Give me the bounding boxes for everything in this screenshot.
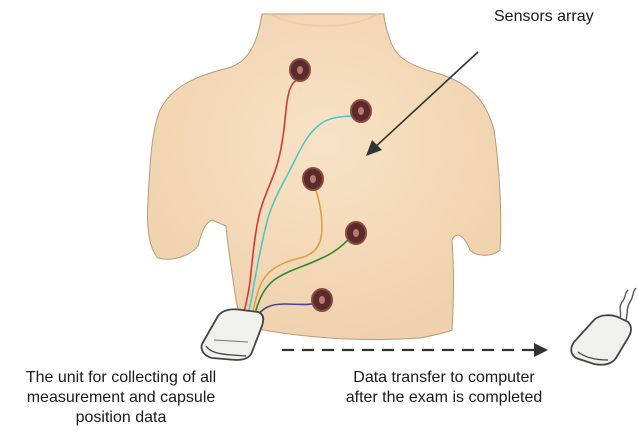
sensor-pad-icon (351, 100, 371, 122)
recorder-device-icon (571, 315, 631, 365)
dashed-arrow-icon (282, 343, 548, 357)
wireless-signal-icon (620, 288, 636, 320)
data-transfer-line-1: Data transfer to computer (326, 368, 562, 388)
collection-unit-line-1: The unit for collecting of all (2, 368, 240, 388)
sensor-pad-icon (312, 289, 332, 311)
sensors-array-label: Sensors array (494, 7, 594, 27)
data-transfer-caption: Data transfer to computer after the exam… (326, 368, 562, 408)
sensor-pad-icon (346, 222, 366, 244)
sensors-array-text: Sensors array (494, 7, 594, 27)
data-transfer-line-2: after the exam is completed (326, 388, 562, 408)
sensor-pad-icon (303, 168, 323, 190)
sensor-pad-icon (290, 59, 310, 81)
collection-unit-line-2: measurement and capsule (2, 388, 240, 408)
collection-unit-line-3: position data (2, 408, 240, 428)
recorder-device-icon (201, 309, 263, 360)
collection-unit-caption: The unit for collecting of all measureme… (2, 368, 240, 428)
